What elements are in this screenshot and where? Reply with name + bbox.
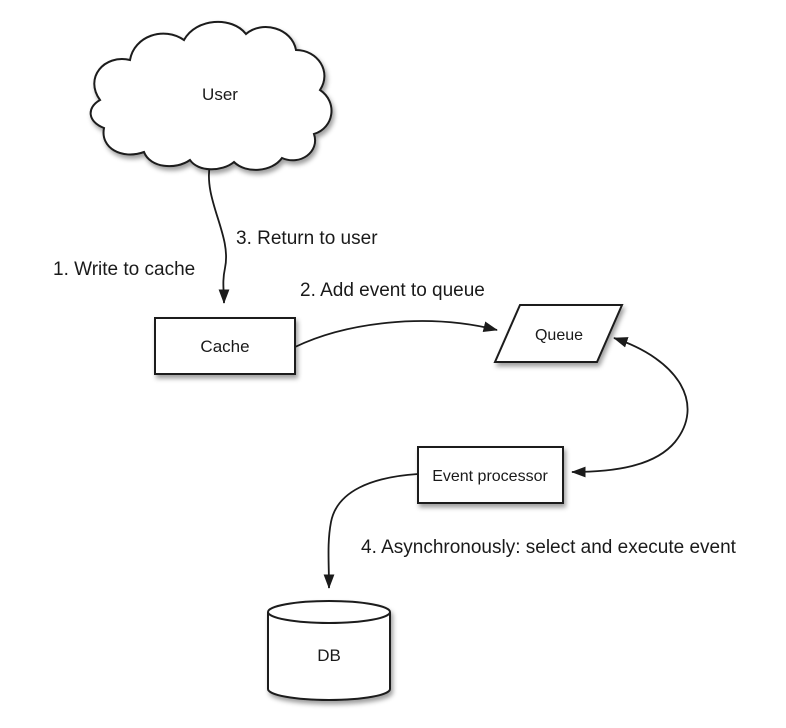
edge-queue-event-processor-arrow bbox=[571, 337, 689, 478]
edge-event-processor-to-db-arrow bbox=[323, 473, 419, 589]
cloud-shape bbox=[89, 21, 333, 171]
event-processor-box bbox=[417, 446, 564, 504]
edges-layer bbox=[208, 163, 689, 589]
db-cylinder bbox=[267, 600, 391, 701]
node-event-processor-label: Event processor bbox=[432, 468, 548, 485]
node-queue: Queue bbox=[493, 304, 624, 363]
node-event-processor: Event processor bbox=[417, 446, 564, 504]
edge-user-to-cache-arrow bbox=[208, 163, 230, 304]
edge-label-step4: 4. Asynchronously: select and execute ev… bbox=[361, 537, 737, 558]
edge-label-step1: 1. Write to cache bbox=[53, 259, 195, 280]
node-queue-label: Queue bbox=[535, 327, 583, 344]
node-db: DB bbox=[267, 600, 391, 701]
queue-parallelogram bbox=[493, 304, 624, 363]
edge-label-step2: 2. Add event to queue bbox=[300, 280, 485, 301]
cache-box bbox=[154, 317, 296, 375]
edge-label-step3: 3. Return to user bbox=[236, 228, 378, 249]
node-cache-label: Cache bbox=[200, 337, 249, 356]
edge-labels-layer: 1. Write to cache 3. Return to user 2. A… bbox=[53, 228, 737, 558]
node-db-label: DB bbox=[317, 646, 341, 665]
node-user-label: User bbox=[202, 85, 238, 104]
edge-cache-to-queue-arrow bbox=[294, 320, 498, 348]
node-user: User bbox=[89, 21, 333, 171]
node-cache: Cache bbox=[154, 317, 296, 375]
